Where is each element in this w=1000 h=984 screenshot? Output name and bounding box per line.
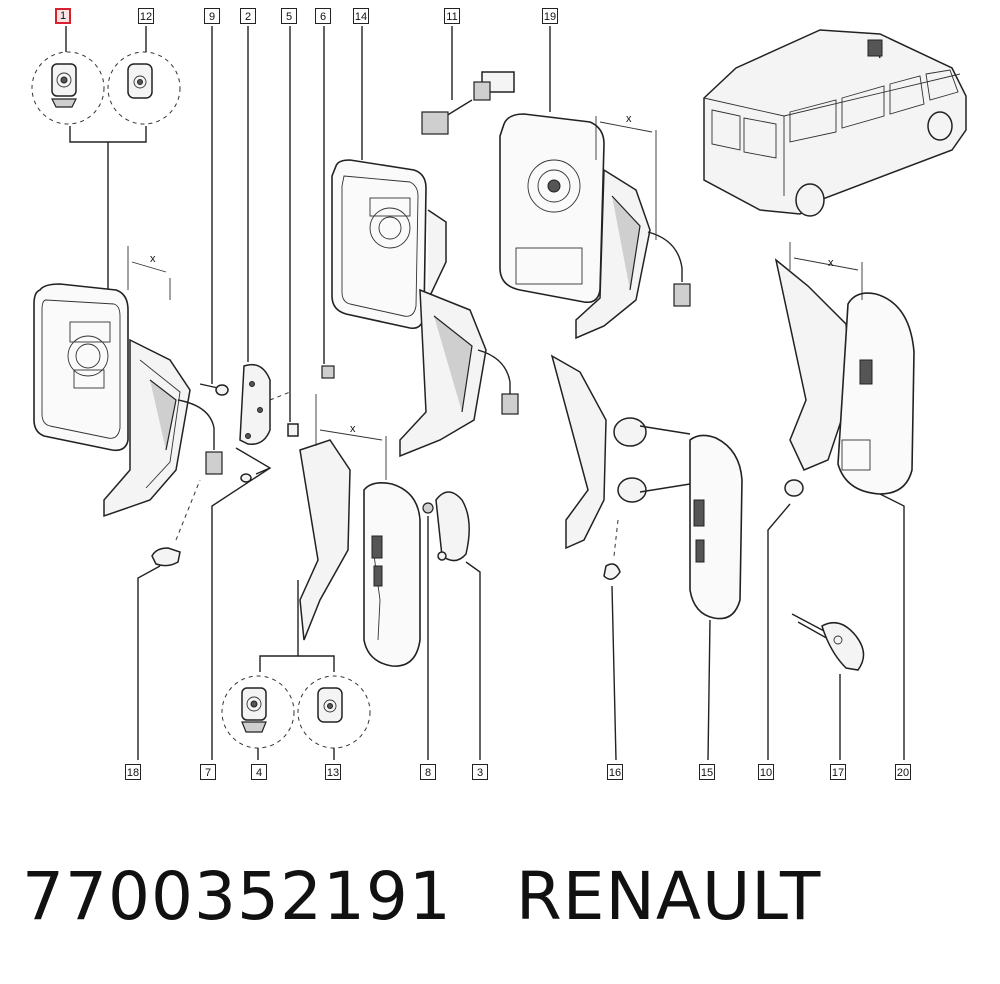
callout-11[interactable]: 11 bbox=[444, 8, 460, 24]
mirror-switch-part-4 bbox=[221, 675, 295, 749]
part-number: 7700352191 bbox=[22, 858, 452, 935]
mirror-switch-part-13 bbox=[297, 675, 371, 749]
callout-20[interactable]: 20 bbox=[895, 764, 911, 780]
callout-17[interactable]: 17 bbox=[830, 764, 846, 780]
dimension-x-center: x bbox=[350, 423, 356, 435]
screw-part-7 bbox=[240, 473, 252, 483]
part-caption: 7700352191 RENAULT bbox=[22, 858, 821, 948]
lock-key-part-17 bbox=[791, 613, 865, 671]
dimension-x-top: x bbox=[626, 113, 632, 125]
mirror-switch-part-12 bbox=[107, 51, 181, 125]
cover-plate-part-2 bbox=[239, 363, 271, 445]
nut-part-6 bbox=[321, 365, 335, 379]
callout-14[interactable]: 14 bbox=[353, 8, 369, 24]
callout-12[interactable]: 12 bbox=[138, 8, 154, 24]
callout-15[interactable]: 15 bbox=[699, 764, 715, 780]
callout-10[interactable]: 10 bbox=[758, 764, 774, 780]
connector-part-11 bbox=[421, 71, 515, 135]
screw-part-9 bbox=[199, 383, 229, 396]
mirror-arm-assembly bbox=[550, 354, 743, 620]
callout-5[interactable]: 5 bbox=[281, 8, 297, 24]
nut-part-5 bbox=[287, 423, 299, 437]
van-illustration bbox=[703, 29, 967, 217]
callout-1[interactable]: 1 bbox=[55, 8, 71, 24]
mirror-switch-part-1 bbox=[31, 51, 105, 125]
callout-18[interactable]: 18 bbox=[125, 764, 141, 780]
cap-part-10 bbox=[784, 479, 804, 497]
callout-3[interactable]: 3 bbox=[472, 764, 488, 780]
callout-2[interactable]: 2 bbox=[240, 8, 256, 24]
nut-part-8 bbox=[422, 502, 434, 514]
callout-16[interactable]: 16 bbox=[607, 764, 623, 780]
right-mirror-assembly bbox=[774, 258, 915, 495]
heated-mirror-assembly bbox=[499, 113, 691, 340]
mirror-housing-center bbox=[299, 439, 421, 667]
left-mirror-assembly bbox=[33, 283, 223, 518]
clip-part-18 bbox=[151, 547, 181, 567]
cap-part-3 bbox=[435, 491, 470, 562]
clip-part-16 bbox=[603, 563, 621, 580]
callout-7[interactable]: 7 bbox=[200, 764, 216, 780]
exploded-parts-diagram: x bbox=[31, 26, 967, 761]
brand-name: RENAULT bbox=[515, 858, 822, 935]
callout-9[interactable]: 9 bbox=[204, 8, 220, 24]
center-mirror-assembly bbox=[331, 159, 519, 458]
callout-6[interactable]: 6 bbox=[315, 8, 331, 24]
callout-13[interactable]: 13 bbox=[325, 764, 341, 780]
callout-8[interactable]: 8 bbox=[420, 764, 436, 780]
callout-19[interactable]: 19 bbox=[542, 8, 558, 24]
dimension-x-right: x bbox=[828, 257, 834, 269]
dimension-x-left: x bbox=[150, 253, 156, 265]
callout-4[interactable]: 4 bbox=[251, 764, 267, 780]
